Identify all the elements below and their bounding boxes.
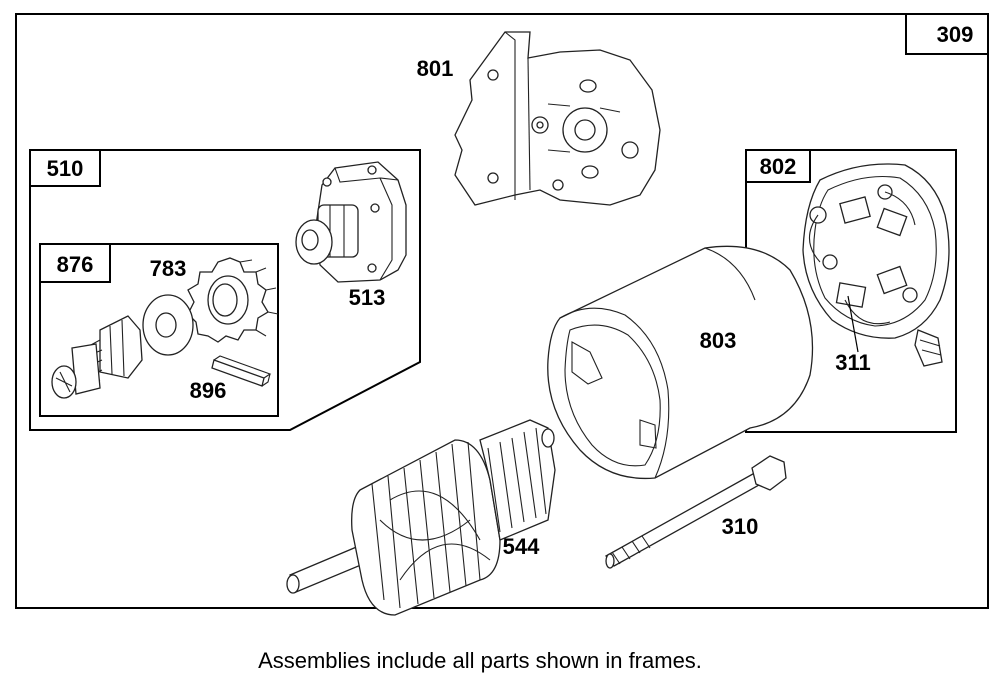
part-310-label: 310 (722, 514, 759, 539)
part-801-label: 801 (417, 56, 454, 81)
key-896-drawing (211, 355, 272, 387)
bracket-801-drawing (454, 31, 661, 206)
thru-bolt-310-drawing (605, 455, 787, 569)
part-896-label: 896 (190, 378, 227, 403)
frame-876: 876 (39, 243, 279, 417)
frame-housing-803-drawing (547, 245, 814, 480)
diagram-caption: Assemblies include all parts shown in fr… (258, 648, 702, 673)
washer-drawing (142, 294, 194, 356)
part-544-label: 544 (503, 534, 540, 559)
part-311-label: 311 (835, 350, 871, 375)
part-783-label: 783 (150, 256, 187, 281)
pinion-gear-783-drawing (187, 257, 279, 343)
frame-876-label: 876 (57, 252, 94, 277)
part-803-label: 803 (700, 328, 737, 353)
frame-802-label: 802 (760, 154, 797, 179)
armature-544-drawing (286, 419, 556, 616)
frame-309-label: 309 (937, 22, 974, 47)
frame-510: 510 (29, 149, 421, 431)
frame-510-label: 510 (47, 156, 84, 181)
part-513-label: 513 (349, 285, 386, 310)
drive-spring-assembly-drawing (51, 315, 143, 399)
drive-housing-513-drawing (295, 161, 407, 283)
brush-holder-311-drawing (802, 163, 950, 367)
frame-309: 309 (15, 13, 989, 609)
